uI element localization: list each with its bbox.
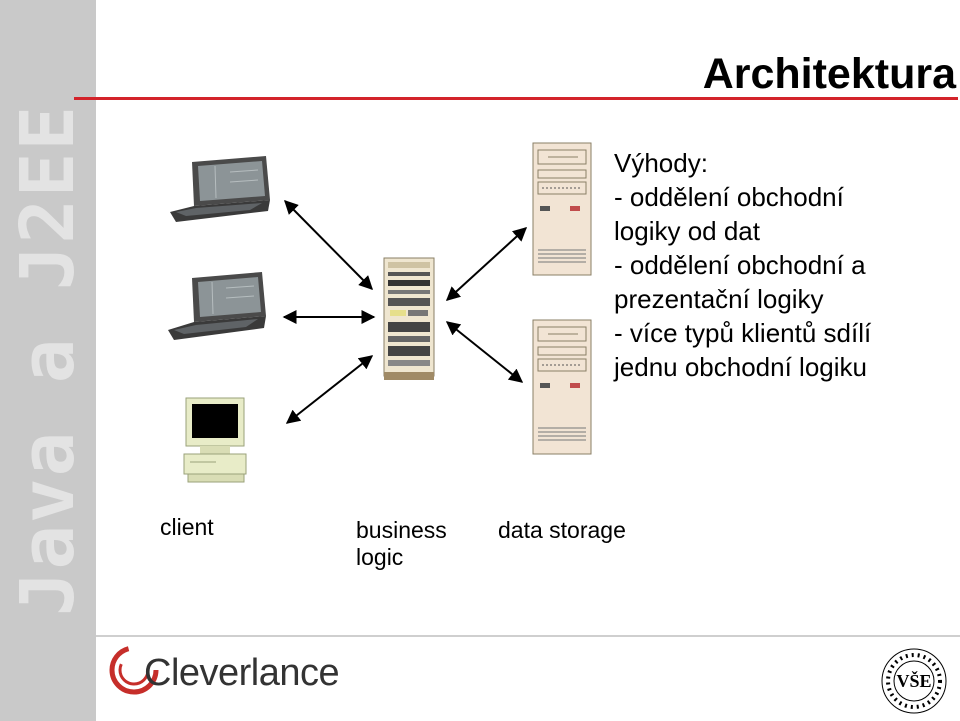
- vse-seal-text: VŠE: [896, 671, 932, 691]
- benefit-line: jednu obchodní logiku: [614, 352, 867, 382]
- application-server-rack-icon: [383, 257, 435, 380]
- database-server-icon: [532, 142, 592, 276]
- benefit-line: - více typů klientů sdílí: [614, 318, 872, 348]
- laptop-icon: [168, 272, 266, 340]
- benefit-line: - oddělení obchodní: [614, 182, 844, 212]
- benefit-line: logiky od dat: [614, 216, 760, 246]
- arrow-laptop1-business: [284, 200, 373, 290]
- connection-arrows: [282, 200, 528, 424]
- slide-title: Architektura: [702, 50, 956, 98]
- tier-label-business-line2: logic: [356, 544, 404, 570]
- footer-divider: [96, 635, 960, 637]
- arrow-desktop-business: [285, 355, 374, 424]
- arrow-business-storage1: [445, 227, 528, 301]
- benefit-line: - oddělení obchodní a: [614, 250, 866, 280]
- arrow-business-storage2: [445, 321, 524, 383]
- side-band: [0, 0, 96, 721]
- tier-label-business-logic: business logic: [356, 517, 447, 571]
- database-server-icon: [532, 319, 592, 455]
- benefits-list: Výhody: - oddělení obchodní logiky od da…: [614, 146, 954, 384]
- tier-label-data-storage: data storage: [498, 517, 626, 543]
- cleverlance-logo-mark: [109, 645, 159, 695]
- benefits-heading: Výhody:: [614, 148, 708, 178]
- desktop-computer-icon: [183, 397, 247, 483]
- tier-label-client: client: [160, 514, 214, 540]
- laptop-icon: [170, 156, 270, 222]
- benefit-line: prezentační logiky: [614, 284, 824, 314]
- tier-label-business-line1: business: [356, 517, 447, 543]
- cleverlance-logo-text: Cleverlance: [144, 652, 340, 694]
- vse-seal-icon: [881, 648, 947, 714]
- title-divider: [74, 97, 958, 100]
